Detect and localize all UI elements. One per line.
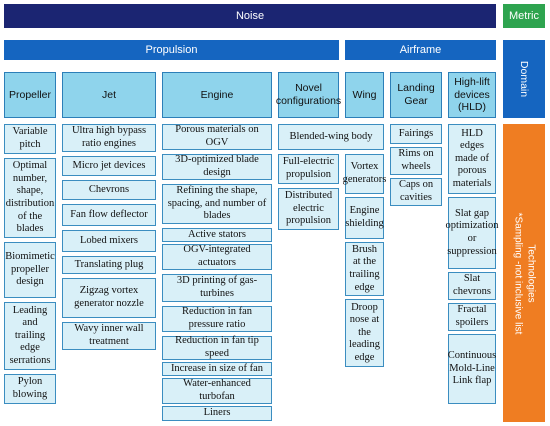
technologies-note: *Sampling -not inclusive list xyxy=(513,212,524,334)
tech-item-propeller: Optimal number, shape, distribution of t… xyxy=(4,158,56,238)
tech-item-jet: Chevrons xyxy=(62,180,156,200)
header-wing: Wing xyxy=(345,72,384,118)
tech-item-jet: Micro jet devices xyxy=(62,156,156,176)
tech-item-propeller: Variable pitch xyxy=(4,124,56,154)
tech-item-novel-configuration: Blended-wing body xyxy=(278,124,384,150)
header-novel-configurations: Novel configurations xyxy=(276,72,341,118)
header-landing-gear: Landing Gear xyxy=(390,72,442,118)
tech-item-jet: Lobed mixers xyxy=(62,230,156,252)
header-propeller: Propeller xyxy=(4,72,56,118)
tech-item-novel-configuration: Distributed electric propulsion xyxy=(278,188,339,230)
tech-item-engine: Porous materials on OGV xyxy=(162,124,272,150)
tech-item-wing: Engine shielding xyxy=(345,197,384,239)
tech-item-engine: 3D-optimized blade design xyxy=(162,154,272,180)
tech-item-propeller: Leading and trailing edge serrations xyxy=(4,302,56,370)
propulsion-bar: Propulsion xyxy=(4,40,339,60)
tech-item-engine: Increase in size of fan xyxy=(162,362,272,376)
tech-item-jet: Fan flow deflector xyxy=(62,204,156,226)
tech-item-propeller: Biomimetic propeller design xyxy=(4,242,56,298)
metric-label: Metric xyxy=(509,10,539,22)
tech-item-propeller: Pylon blowing xyxy=(4,374,56,404)
header-engine: Engine xyxy=(162,72,272,118)
noise-label: Noise xyxy=(235,10,265,22)
header-jet: Jet xyxy=(62,72,156,118)
propulsion-label: Propulsion xyxy=(145,44,198,56)
tech-item-novel-configuration: Full-electric propulsion xyxy=(278,154,339,184)
tech-item-high-lift-device: HLD edges made of porous materials xyxy=(448,124,496,194)
tech-item-landing-gear: Rims on wheels xyxy=(390,147,442,175)
tech-item-wing: Brush at the trailing edge xyxy=(345,242,384,296)
tech-item-high-lift-device: Slat gap optimization or suppression xyxy=(445,197,499,269)
domain-label: Domain xyxy=(518,60,530,98)
tech-item-jet: Wavy inner wall treatment xyxy=(62,322,156,350)
airframe-bar: Airframe xyxy=(345,40,496,60)
metric-bar: Metric xyxy=(503,4,545,28)
tech-item-high-lift-device: Continuous Mold-Line Link flap xyxy=(448,334,496,404)
tech-item-high-lift-device: Slat chevrons xyxy=(448,272,496,300)
tech-item-engine: OGV-integrated actuators xyxy=(162,244,272,270)
technologies-label: Technologies xyxy=(525,243,537,303)
domain-bar: Domain xyxy=(503,40,545,118)
tech-item-jet: Ultra high bypass ratio engines xyxy=(62,124,156,152)
tech-item-jet: Zigzag vortex generator nozzle xyxy=(62,278,156,318)
header-high-lift-devices: High-lift devices (HLD) xyxy=(448,72,496,118)
tech-item-wing: Droop nose at the leading edge xyxy=(345,299,384,367)
tech-item-engine: Refining the shape, spacing, and number … xyxy=(162,184,272,224)
tech-item-landing-gear: Fairings xyxy=(390,124,442,144)
tech-item-engine: Reduction in fan tip speed xyxy=(162,335,272,360)
tech-item-landing-gear: Caps on cavities xyxy=(390,178,442,206)
tech-item-wing: Vortex generators xyxy=(343,154,386,194)
tech-item-high-lift-device: Fractal spoilers xyxy=(448,303,496,331)
tech-item-engine: 3D printing of gas-turbines xyxy=(162,274,272,302)
airframe-label: Airframe xyxy=(399,44,442,56)
tech-item-engine: Active stators xyxy=(162,228,272,242)
tech-item-engine: Reduction in fan pressure ratio xyxy=(162,306,272,332)
tech-item-engine: Liners xyxy=(162,406,272,421)
tech-item-engine: Water-enhanced turbofan xyxy=(162,378,272,404)
technologies-bar: Technologies *Sampling -not inclusive li… xyxy=(503,124,545,422)
noise-bar: Noise xyxy=(4,4,496,28)
tech-item-jet: Translating plug xyxy=(62,256,156,274)
